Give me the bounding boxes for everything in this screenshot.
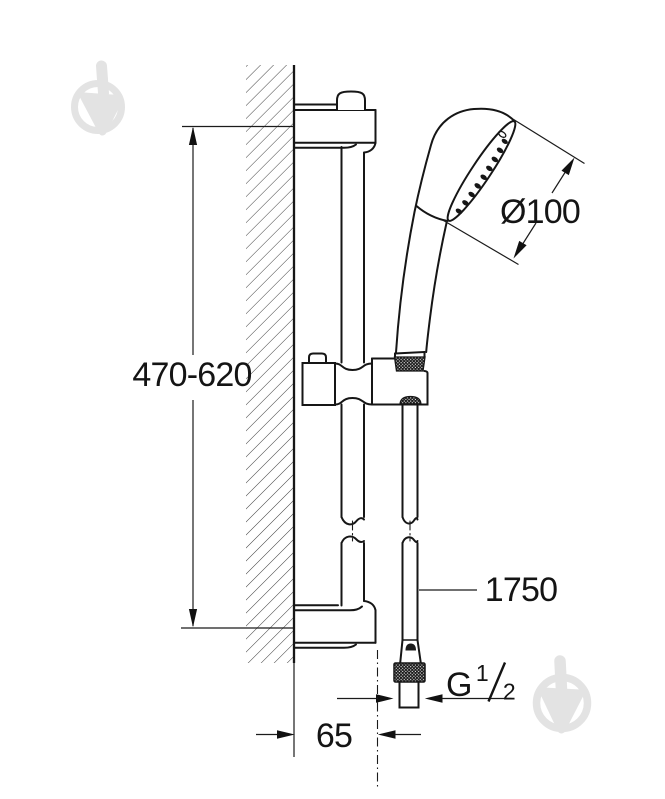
head-bottom-edge [415, 205, 449, 222]
fraction-slash [487, 662, 507, 702]
arrow-right-icon [277, 730, 295, 739]
handle-cap-line [394, 351, 426, 355]
conical-fitting [399, 639, 422, 664]
hose-break-lower [401, 536, 419, 544]
wall-bracket-top [293, 90, 377, 154]
dimension-wall-offset: 65 [256, 650, 421, 789]
wall-offset-label: 65 [316, 717, 352, 755]
arrow-lower-icon [513, 240, 527, 259]
rail-height-label: 470-620 [132, 356, 251, 394]
knurled-nut [393, 662, 426, 683]
rail-break-lower [340, 535, 365, 544]
handle-front-contour [425, 222, 448, 353]
wall-bracket-bottom [293, 600, 377, 649]
arrow-left-icon [377, 730, 396, 739]
arrow-right-icon [376, 694, 394, 703]
arrow-down-icon [188, 609, 198, 628]
arrow-upper-icon [561, 157, 575, 176]
shower-hose [393, 403, 426, 709]
handle-back-contour [395, 107, 516, 354]
watermark-trowel-logo-top-left [71, 60, 125, 136]
bracket-screw-cap [336, 90, 366, 111]
grip-knurl-ring [393, 356, 426, 372]
spray-face [446, 120, 517, 222]
rail-break-upper [340, 516, 365, 526]
hose-length-label: 1750 [485, 571, 557, 609]
hand-shower [393, 107, 517, 372]
fitting-mark [405, 643, 416, 651]
spray-nozzles [455, 138, 508, 215]
arrow-up-icon [188, 126, 198, 145]
arrow-left-icon [424, 694, 443, 703]
head-diameter-label: Ø100 [500, 193, 580, 231]
hose-break-upper [401, 516, 419, 525]
watermark-trowel-logo-bottom-right [532, 655, 592, 734]
slide-rail [340, 146, 365, 607]
dimension-hose-length: 1750 [419, 571, 558, 609]
dimension-rail-height: 470-620 [132, 125, 294, 629]
glider-holder [301, 352, 429, 406]
wall-section [246, 65, 296, 663]
thread-label-g: G [446, 666, 472, 704]
glider-knob [308, 352, 327, 364]
dimension-head-diameter: Ø100 [443, 117, 585, 266]
thread-outlet [398, 681, 420, 709]
cone-tip-knurl [399, 395, 422, 405]
thread-label-sup: 1 [476, 660, 488, 686]
thread-label-sub: 2 [503, 679, 515, 705]
dimension-thread: G 1 2 [337, 660, 516, 705]
wall-hatching [246, 65, 294, 663]
